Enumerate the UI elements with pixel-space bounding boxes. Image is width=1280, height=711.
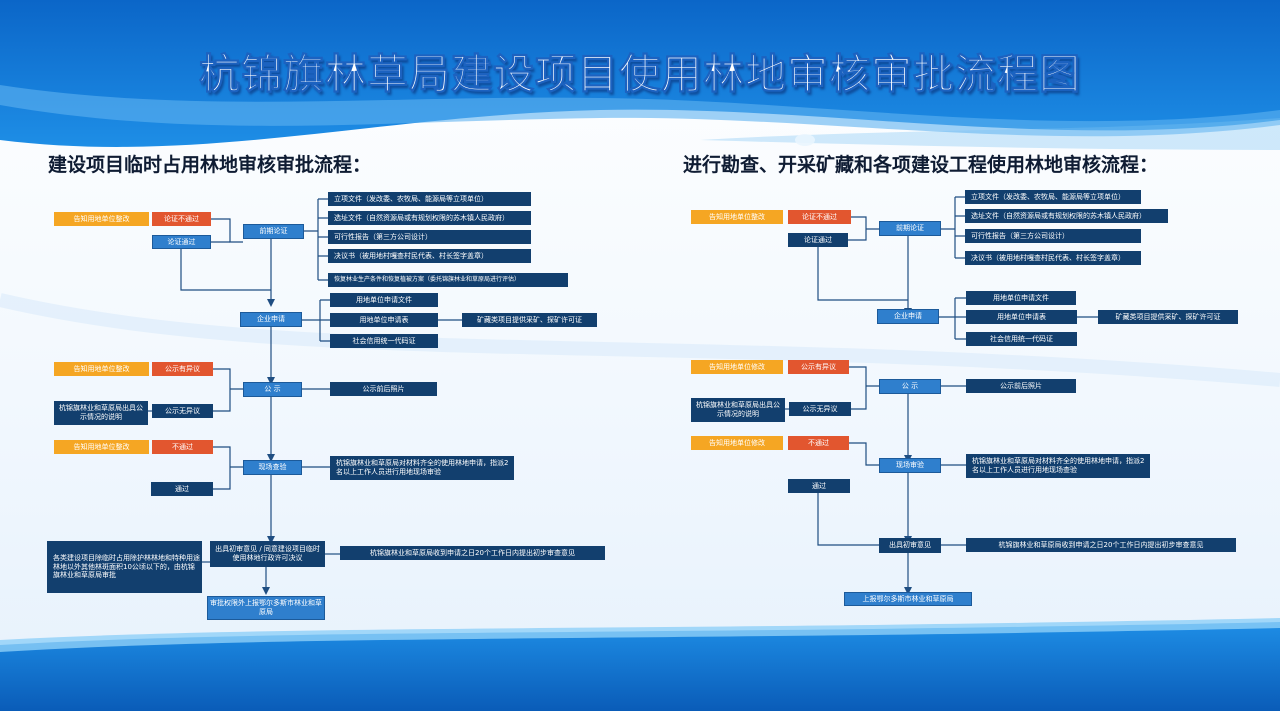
mining-license-box: 矿藏类项目提供采矿、探矿许可证 (1098, 310, 1238, 324)
doc-feasibility: 可行性报告（第三方公司设计） (328, 230, 531, 244)
site-check-desc: 杭锦旗林业和草原局对材料齐全的使用林地申请，指派2名以上工作人员进行用地现场查验 (966, 454, 1150, 478)
initial-opinion-desc: 杭锦旗林业和草原局收到申请之日20个工作日内提出初步审查意见 (340, 546, 605, 560)
no-objection-box: 公示无异议 (152, 404, 213, 418)
notice-rectify-box: 告知用地单位整改 (54, 440, 149, 454)
publicity-explain-box: 杭锦旗林业和草原局出具公示情况的说明 (691, 398, 785, 422)
fail-box: 不通过 (788, 436, 849, 450)
publicity-box: 公 示 (243, 382, 302, 397)
doc-project-approval: 立项文件（发改委、农牧局、能源局等立项单位） (965, 190, 1141, 204)
doc-site-selection: 选址文件（自然资源局或有规划权限的苏木镇人民政府） (328, 211, 531, 225)
approval-scope-note: 各类建设项目除临时占用除护林林地和特种用途林地以外其他林斑面积10公顷以下的，由… (47, 541, 202, 593)
pass-box: 论证通过 (788, 233, 848, 247)
notice-rectify-box: 告知用地单位整改 (691, 210, 783, 224)
doc-resolution: 决议书（被用地村嘎查村民代表、村长签字盖章） (328, 249, 531, 263)
doc-feasibility: 可行性报告（第三方公司设计） (965, 229, 1141, 243)
report-upper-box: 审批权限外上报鄂尔多斯市林业和草原局 (207, 596, 325, 620)
pre-study-box: 前期论证 (243, 224, 304, 239)
objection-box: 公示有异议 (152, 362, 213, 376)
fail-box: 不通过 (152, 440, 213, 454)
notice-rectify-box: 告知用地单位整改 (54, 362, 149, 376)
publicity-photos-box: 公示前后照片 (966, 379, 1076, 393)
apply-file-box: 用地单位申请文件 (330, 293, 438, 307)
reject-box: 论证不通过 (152, 212, 211, 226)
apply-file-box: 用地单位申请文件 (966, 291, 1076, 305)
reject-box: 论证不通过 (788, 210, 851, 224)
initial-opinion-box: 出具初审意见 (879, 538, 941, 553)
notice-rectify-box: 告知用地单位修改 (691, 360, 783, 374)
apply-box: 企业申请 (877, 309, 939, 324)
site-check-box: 现场查验 (243, 460, 302, 475)
apply-box: 企业申请 (240, 312, 302, 327)
publicity-explain-box: 杭锦旗林业和草原局出具公示情况的说明 (54, 401, 148, 425)
publicity-box: 公 示 (879, 379, 941, 394)
left-flow-heading: 建设项目临时占用林地审核审批流程： (48, 154, 372, 176)
passed-box: 通过 (788, 479, 850, 493)
initial-opinion-box: 出具初审意见 / 同意建设项目临时使用林地行政许可决议 (210, 541, 325, 567)
doc-site-selection: 选址文件（自然资源局或有规划权限的苏木镇人民政府） (965, 209, 1168, 223)
page-title: 杭锦旗林草局建设项目使用林地审核审批流程图 (199, 50, 1081, 99)
passed-box: 通过 (151, 482, 213, 496)
objection-box: 公示有异议 (788, 360, 849, 374)
doc-restoration-plan: 恢复林业生产条件和恢复植被方案（委托锦旗林业和草原局进行评估） (328, 273, 568, 287)
publicity-photos-box: 公示前后照片 (330, 382, 437, 396)
doc-project-approval: 立项文件（发改委、农牧局、能源局等立项单位） (328, 192, 531, 206)
mining-license-box: 矿藏类项目提供采矿、探矿许可证 (462, 313, 597, 327)
pre-study-box: 前期论证 (879, 221, 941, 236)
report-upper-box: 上报鄂尔多斯市林业和草原局 (844, 592, 972, 606)
doc-resolution: 决议书（被用地村嘎查村民代表、村长签字盖章） (965, 251, 1141, 265)
apply-form-box: 用地单位申请表 (966, 310, 1077, 324)
no-objection-box: 公示无异议 (789, 402, 851, 416)
right-flow-heading: 进行勘查、开采矿藏和各项建设工程使用林地审核流程： (683, 154, 1159, 176)
site-check-desc: 杭锦旗林业和草原局对材料齐全的使用林地申请，指派2名以上工作人员进行用地现场审验 (330, 456, 514, 480)
credit-code-box: 社会信用统一代码证 (330, 334, 438, 348)
pass-box: 论证通过 (152, 235, 211, 249)
credit-code-box: 社会信用统一代码证 (966, 332, 1077, 346)
notice-rectify-box: 告知用地单位修改 (691, 436, 783, 450)
apply-form-box: 用地单位申请表 (330, 313, 438, 327)
initial-opinion-desc: 杭锦旗林业和草原局收到申请之日20个工作日内提出初步审查意见 (966, 538, 1236, 552)
site-check-box: 现场审验 (879, 458, 941, 473)
notice-rectify-box: 告知用地单位整改 (54, 212, 149, 226)
